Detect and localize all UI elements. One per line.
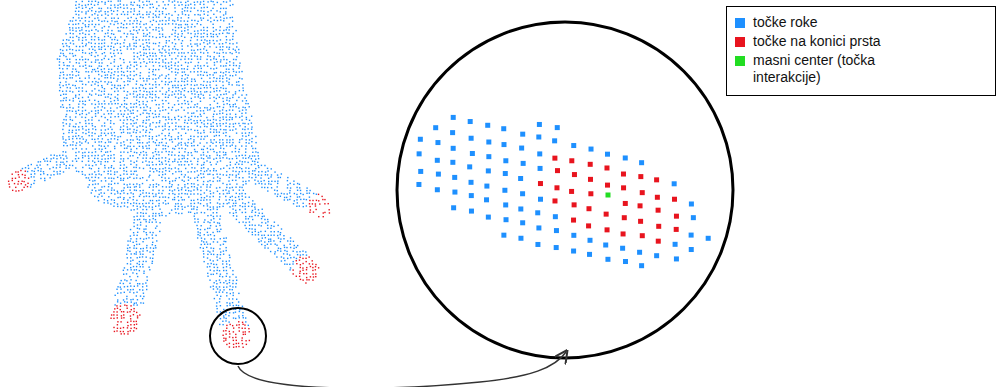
zoom-point-grid <box>416 115 710 268</box>
zoom-arrow <box>238 352 566 387</box>
legend-entry: masni center (točka interakcije) <box>735 52 987 86</box>
zoom-circle <box>397 22 733 358</box>
legend-entry: točke na konici prsta <box>735 33 987 50</box>
legend: točke roke točke na konici prsta masni cen… <box>726 6 996 96</box>
legend-swatch <box>735 56 745 66</box>
legend-text: točke na konici prsta <box>753 33 881 50</box>
zoom-marker <box>210 308 266 364</box>
legend-swatch <box>735 37 745 47</box>
legend-entry: točke roke <box>735 14 987 31</box>
legend-text: masni center (točka interakcije) <box>753 52 928 86</box>
legend-swatch <box>735 18 745 28</box>
legend-text: točke roke <box>753 14 818 31</box>
hand-point-cloud <box>8 0 330 348</box>
